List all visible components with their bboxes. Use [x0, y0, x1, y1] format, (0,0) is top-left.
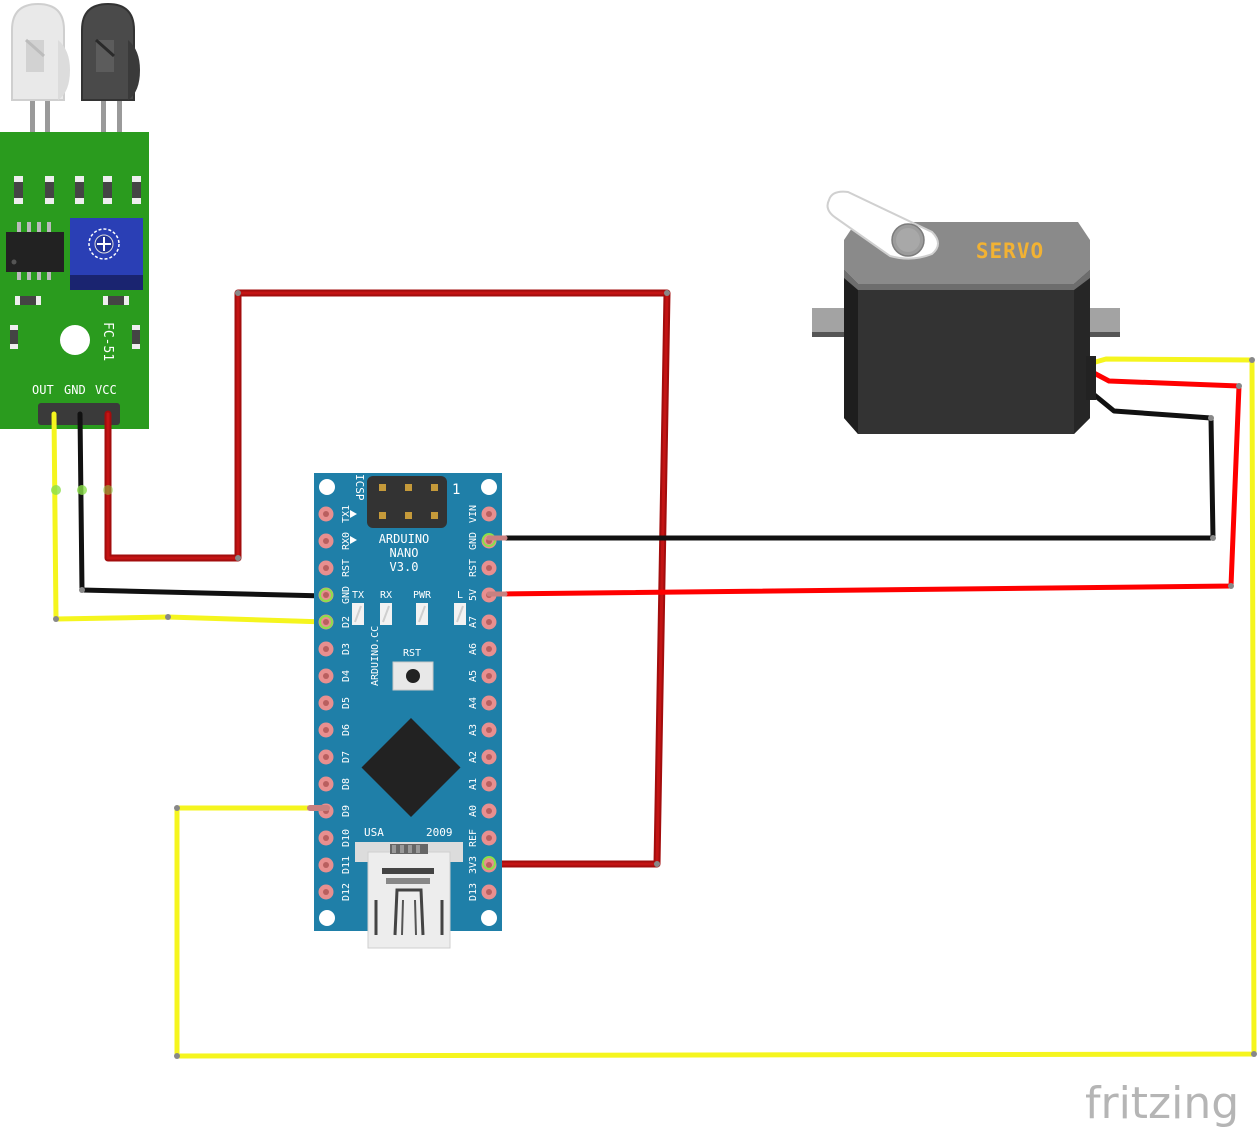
- right-pin-label-gnd: GND: [468, 532, 479, 550]
- right-pin-label-vin: VIN: [468, 505, 479, 523]
- right-pin-hole: [486, 565, 492, 571]
- left-pin-hole: [323, 673, 329, 679]
- status-leds: [352, 603, 466, 625]
- right-pin-label-a6: A6: [468, 643, 479, 655]
- left-pin-label-d5: D5: [341, 697, 352, 709]
- right-pin-hole: [486, 781, 492, 787]
- led-label-pwr: PWR: [413, 590, 432, 601]
- left-pin-hole: [323, 592, 329, 598]
- arduino-nano: ICSP 1 ARDUINO NANO V3.0 TX RX PWR L ARD…: [314, 473, 502, 949]
- servo-motor: SERVO: [812, 190, 1120, 434]
- usb-connector: [355, 842, 463, 949]
- right-pin-hole: [486, 673, 492, 679]
- left-pin-label-d8: D8: [341, 778, 352, 790]
- right-pin-label-a0: A0: [468, 805, 479, 817]
- nano-title-2: NANO: [390, 546, 419, 560]
- left-pin-hole: [323, 754, 329, 760]
- left-pin-hole: [323, 646, 329, 652]
- icsp-pin1-label: 1: [452, 482, 460, 498]
- led-label-rx: RX: [380, 590, 392, 601]
- right-pin-label-d13: D13: [468, 883, 479, 901]
- left-pin-hole: [323, 781, 329, 787]
- nano-title-1: ARDUINO: [379, 532, 430, 546]
- right-pin-label-a2: A2: [468, 751, 479, 763]
- usa-label: USA: [364, 826, 384, 839]
- left-pin-label-d7: D7: [341, 751, 352, 763]
- icsp-header: [367, 476, 447, 528]
- comparator-ic: [6, 222, 64, 280]
- left-pin-label-d2: D2: [341, 616, 352, 628]
- right-pin-hole: [486, 646, 492, 652]
- left-pin-label-tx1: TX1: [341, 505, 352, 523]
- left-pin-label-d12: D12: [341, 883, 352, 901]
- right-pin-label-5v: 5V: [468, 589, 479, 601]
- right-pin-label-a7: A7: [468, 616, 479, 628]
- right-pin-hole: [486, 862, 492, 868]
- sensor-pin-label-out: OUT: [32, 383, 54, 397]
- right-pin-label-ref: REF: [468, 829, 479, 847]
- left-pin-hole: [323, 538, 329, 544]
- left-pin-hole: [323, 565, 329, 571]
- right-pin-label-rst: RST: [468, 559, 479, 577]
- rst-button-label: RST: [403, 648, 421, 659]
- left-pin-hole: [323, 727, 329, 733]
- sensor-pin-label-vcc: VCC: [95, 383, 117, 397]
- wire-sensor-gnd[interactable]: [77, 411, 329, 599]
- nano-title-3: V3.0: [390, 560, 419, 574]
- wire-bendpoints: [53, 290, 1257, 1059]
- right-pin-hole: [486, 700, 492, 706]
- left-pin-hole: [323, 619, 329, 625]
- right-pin-hole: [486, 835, 492, 841]
- potentiometer: [70, 218, 143, 290]
- left-pin-label-d10: D10: [341, 829, 352, 847]
- right-pin-label-a4: A4: [468, 697, 479, 709]
- year-label: 2009: [426, 826, 453, 839]
- right-pin-hole: [486, 727, 492, 733]
- left-pin-hole: [323, 835, 329, 841]
- left-pin-label-d11: D11: [341, 856, 352, 874]
- left-pin-hole: [323, 862, 329, 868]
- right-pin-label-a3: A3: [468, 724, 479, 736]
- left-pin-hole: [323, 889, 329, 895]
- left-pin-label-rx0: RX0: [341, 532, 352, 550]
- servo-body: [844, 268, 1090, 434]
- ir-emitter-led: [11, 2, 70, 101]
- servo-label: SERVO: [976, 239, 1044, 263]
- wires: [51, 289, 1257, 1059]
- right-pin-hole: [486, 889, 492, 895]
- left-pin-label-d6: D6: [341, 724, 352, 736]
- right-pin-label-a1: A1: [468, 778, 479, 790]
- right-pin-hole: [486, 619, 492, 625]
- led-label-tx: TX: [352, 590, 364, 601]
- servo-horn[interactable]: [826, 190, 939, 260]
- left-pin-hole: [323, 511, 329, 517]
- right-pin-hole: [486, 808, 492, 814]
- mounting-hole: [60, 325, 90, 355]
- right-pin-label-3v3: 3V3: [468, 856, 479, 874]
- nano-wire-ends: [307, 533, 508, 870]
- icsp-label: ICSP: [353, 474, 366, 501]
- right-pin-label-a5: A5: [468, 670, 479, 682]
- sensor-pin-label-gnd: GND: [64, 383, 86, 397]
- left-pin-label-rst: RST: [341, 559, 352, 577]
- right-pin-hole: [486, 754, 492, 760]
- left-pin-label-gnd: GND: [341, 586, 352, 604]
- ir-sensor-module: FC-51 OUT GND VCC: [0, 2, 149, 429]
- right-pin-hole: [486, 511, 492, 517]
- left-pin-label-d9: D9: [341, 805, 352, 817]
- led-label-l: L: [457, 590, 463, 601]
- site-label: ARDUINO.CC: [370, 626, 381, 686]
- wire-sensor-out[interactable]: [51, 411, 329, 625]
- ir-receiver-led: [81, 2, 140, 101]
- left-pin-label-d4: D4: [341, 670, 352, 682]
- fritzing-logo: fritzing: [1085, 1078, 1239, 1129]
- reset-button[interactable]: [392, 661, 434, 691]
- left-pin-label-d3: D3: [341, 643, 352, 655]
- left-pin-hole: [323, 700, 329, 706]
- sensor-model-label: FC-51: [100, 322, 115, 361]
